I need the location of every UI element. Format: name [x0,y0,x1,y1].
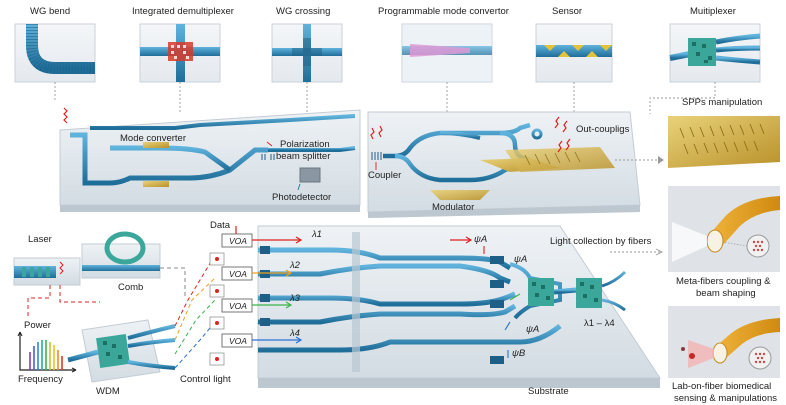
voa-label-4: VOA [229,336,247,346]
multiplexer-icon [669,23,761,83]
mode-convertor-icon [401,23,493,83]
right-column: SPPs manipulation Meta-fibers coupling &… [668,97,780,404]
sensor-label: Sensor [552,6,582,17]
out-couplings-label: Out-coupligs [576,124,630,135]
modulator-label: Modulator [432,202,474,213]
meta-fiber-icon [668,186,780,272]
polarization-label-2: beam splitter [276,151,330,162]
frequency-label: Frequency [18,374,63,385]
waveguide-crossing-icon [271,23,343,83]
demultiplexer-icon [139,23,221,83]
spps-gold-sheet-icon [668,116,780,168]
mode-convertor-label: Programmable mode convertor [378,6,509,17]
lambda-1-label: λ1 [311,229,322,240]
voa-label-2: VOA [229,269,247,279]
lambda-4-label: λ4 [289,328,300,339]
wdm-icon [67,319,176,383]
demultiplexer-label: Integrated demultiplexer [132,6,234,17]
polarization-label-1: Polarization [280,139,330,150]
spps-label: SPPs manipulation [682,97,762,108]
photodetector-label: Photodetector [272,192,331,203]
spectrum-icon [17,331,77,373]
laser-icon [13,257,81,286]
voa-label-3: VOA [229,301,247,311]
psi-a-label-1: ψA [474,234,487,245]
data-label: Data [210,220,231,231]
sensor-icon [535,23,613,83]
meta-fibers-label-2: beam shaping [696,288,756,299]
left-chip: Mode converter Polarization beam splitte… [59,107,361,212]
meta-fibers-label-1: Meta-fibers coupling & [676,276,771,287]
light-collection-label: Light collection by fibers [550,236,652,247]
laser-label: Laser [28,234,52,245]
coupler-label: Coupler [368,170,401,181]
bottom-left-sources: Laser Comb Power Freque [13,231,216,397]
waveguide-bend-icon [14,23,96,83]
lambda-2-label: λ2 [289,260,301,271]
power-label: Power [24,320,51,331]
multiplexer-label: Muitiplexer [690,6,736,17]
main-chip: VOA VOA VOA VOA Data [180,220,664,397]
wdm-label: WDM [96,386,120,397]
wg-bend-label: WG bend [30,6,70,17]
lab-on-fiber-label-1: Lab-on-fiber biomedical [672,381,771,392]
mode-converter-label: Mode converter [120,133,186,144]
multiplexer-block-icon [509,262,627,320]
comb-ring-icon [81,231,161,279]
right-chip: Out-coupligs Coupler Modulator [367,111,641,218]
psi-a-label-2: ψA [514,254,527,265]
lab-on-fiber-label-2: sensing & manipulations [674,393,777,404]
comb-label: Comb [118,282,143,293]
psi-a-label-3: ψA [526,324,539,335]
lab-on-fiber-icon [668,306,780,378]
control-light-label: Control light [180,374,231,385]
lambda-range-label: λ1 – λ4 [584,318,615,329]
top-panels: WG bend Integrated demultiplexer WG cros… [14,6,761,114]
voa-boxes: VOA VOA VOA VOA [221,233,253,348]
wg-crossing-label: WG crossing [276,6,330,17]
control-light-boxes [209,252,225,366]
psi-b-label: ψB [512,348,526,359]
lambda-3-label: λ3 [289,293,301,304]
substrate-label: Substrate [528,386,569,397]
voa-label-1: VOA [229,236,247,246]
